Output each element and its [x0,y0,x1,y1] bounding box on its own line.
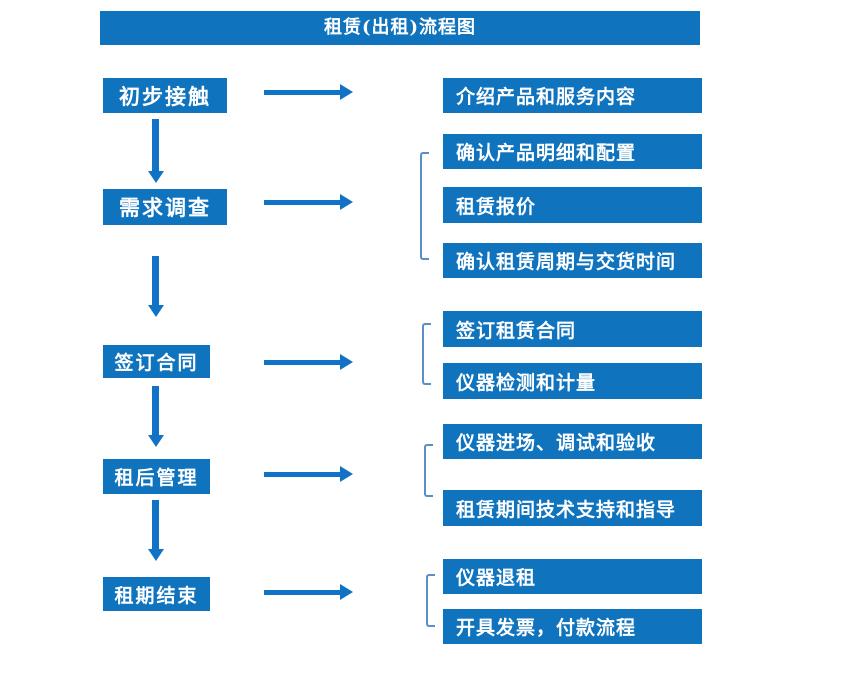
bracket-post-rental-group [424,444,433,497]
detail-rental-tech-support: 租赁期间技术支持和指导 [443,490,702,526]
detail-invoice-payment-process: 开具发票，付款流程 [443,609,702,644]
detail-introduce-products-services: 介绍产品和服务内容 [443,78,702,113]
detail-instrument-setup-acceptance: 仪器进场、调试和验收 [443,424,702,459]
bracket-sign-contract-group [422,323,431,385]
detail-confirm-rental-period-delivery: 确认租赁周期与交货时间 [443,243,702,278]
bracket-demand-survey-group [420,152,429,260]
right-arrow-2 [264,194,353,210]
right-arrow-4 [264,466,353,482]
right-arrow-3 [264,354,353,370]
flow-step-demand-survey: 需求调查 [103,189,227,225]
down-arrow-3 [147,386,164,447]
right-arrow-1 [264,84,353,100]
diagram-title: 租赁(出租)流程图 [100,11,700,45]
bracket-lease-end-group [426,574,435,627]
detail-confirm-product-details-config: 确认产品明细和配置 [443,134,702,169]
detail-sign-rental-contract: 签订租赁合同 [443,311,702,347]
down-arrow-2 [147,256,164,317]
flow-step-post-rental-management: 租后管理 [103,459,210,494]
down-arrow-4 [147,500,164,561]
down-arrow-1 [147,119,164,183]
right-arrow-5 [264,584,353,600]
flow-step-initial-contact: 初步接触 [103,78,227,113]
detail-instrument-return: 仪器退租 [443,559,702,594]
flow-step-lease-end: 租期结束 [103,577,210,611]
detail-rental-quotation: 租赁报价 [443,187,702,223]
flow-step-sign-contract: 签订合同 [103,345,210,378]
detail-instrument-testing-metering: 仪器检测和计量 [443,363,702,399]
